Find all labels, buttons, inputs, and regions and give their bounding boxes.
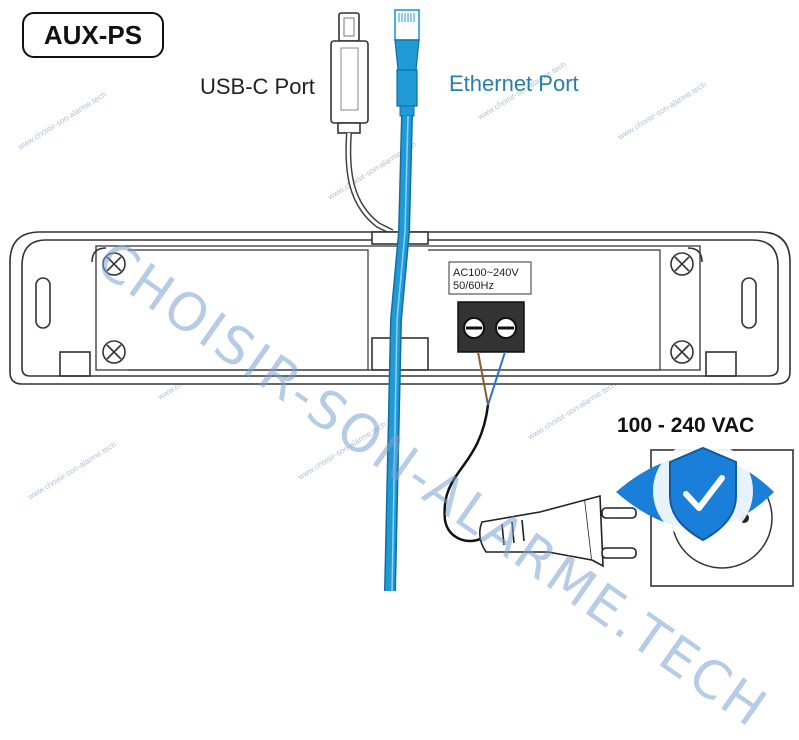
ethernet-port-label: Ethernet Port <box>449 71 579 96</box>
aux-ps-diagram: www.choisir-son-alarme.tech www.choisir-… <box>9 9 794 740</box>
terminal-rating-line2: 50/60Hz <box>453 280 494 292</box>
screw-icon <box>102 340 126 364</box>
screw-icon <box>102 252 126 276</box>
screws <box>102 252 694 364</box>
usb-c-plug <box>330 12 369 134</box>
screw-icon <box>670 252 694 276</box>
power-plug <box>478 494 637 568</box>
neutral-wire <box>487 351 506 406</box>
small-watermark: www.choisir-son-alarme.tech <box>25 440 117 502</box>
small-watermark: www.choisir-son-alarme.tech <box>615 80 707 142</box>
product-badge: AUX-PS <box>22 12 164 58</box>
small-watermark: www.choisir-son-alarme.tech <box>15 90 107 152</box>
live-wire <box>477 351 489 406</box>
terminal-rating: AC100~240V 50/60Hz <box>448 261 532 295</box>
voltage-range-label: 100 - 240 VAC <box>617 414 755 437</box>
small-watermark: www.choisir-son-alarme.tech <box>295 420 387 482</box>
usb-c-port-label: USB-C Port <box>200 74 315 99</box>
terminal-block <box>457 301 525 353</box>
screw-icon <box>670 340 694 364</box>
ethernet-cable <box>385 115 412 591</box>
wiring-drawing: www.choisir-son-alarme.tech www.choisir-… <box>9 9 794 591</box>
ethernet-plug <box>394 9 420 117</box>
terminal-rating-line1: AC100~240V <box>453 267 519 279</box>
power-cord <box>443 404 490 543</box>
shield-eye-icon <box>616 441 774 542</box>
small-watermark: www.choisir-son-alarme.tech <box>525 380 617 442</box>
